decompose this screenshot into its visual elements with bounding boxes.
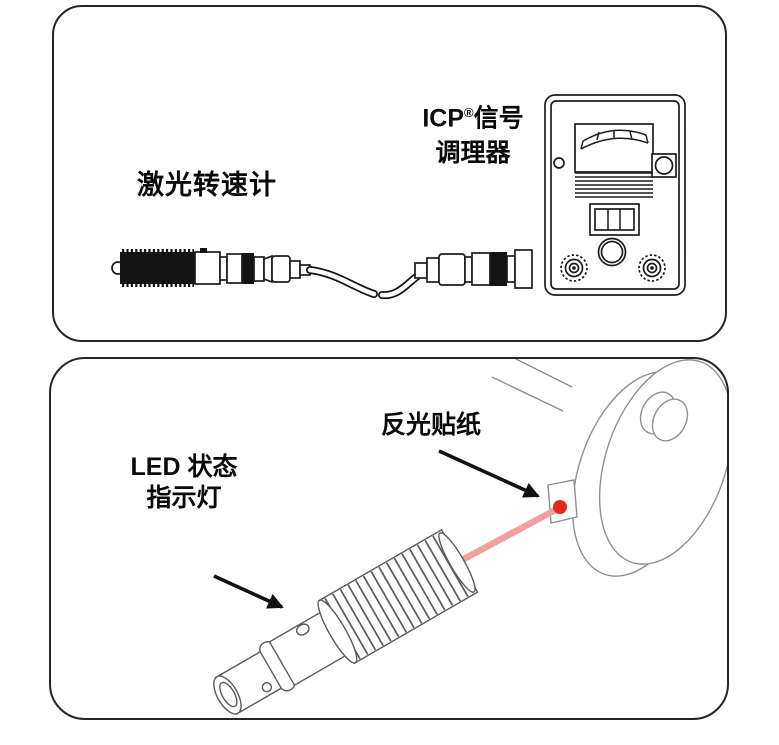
laser-sensor-drawing bbox=[213, 528, 479, 716]
disc-pin bbox=[639, 391, 689, 442]
led-indicator-shape bbox=[295, 623, 310, 636]
power-switch bbox=[589, 203, 640, 236]
led-label-line1: LED 状态 bbox=[130, 453, 238, 481]
tachometer-barrel bbox=[194, 251, 221, 285]
arrow-to-sticker bbox=[438, 449, 540, 498]
tachometer-threaded-body bbox=[120, 252, 195, 284]
wiring-diagram-svg bbox=[111, 94, 686, 300]
thread-start-cap bbox=[317, 599, 358, 664]
laser-alignment-svg bbox=[213, 359, 727, 716]
bnc-connector-left bbox=[560, 254, 588, 282]
led-label-line2: 指示灯 bbox=[146, 484, 222, 512]
vent-ridges bbox=[575, 172, 653, 198]
conditioner-label: ICP®信号 调理器 bbox=[388, 95, 558, 171]
plug-black-ring bbox=[490, 252, 507, 286]
sensor-tip bbox=[438, 532, 476, 593]
laser-beam bbox=[458, 504, 563, 564]
arrow-to-led bbox=[213, 574, 284, 609]
bnc-connector-right bbox=[638, 254, 666, 282]
sticker-label: 反光贴纸 bbox=[380, 411, 481, 439]
registered-mark: ® bbox=[464, 105, 474, 120]
bottom-panel-alignment: 反光贴纸 LED 状态 指示灯 bbox=[49, 357, 729, 720]
output-jack bbox=[597, 237, 627, 267]
shaft-arm bbox=[491, 359, 573, 412]
conditioner-label-line1: ICP®信号 bbox=[422, 104, 524, 133]
laser-tachometer-drawing bbox=[111, 248, 311, 287]
rotor-disc-drawing bbox=[547, 359, 727, 577]
led-label: LED 状态 指示灯 bbox=[114, 452, 254, 514]
meter-scale-arc bbox=[580, 129, 649, 150]
tachometer-label: 激光转速计 bbox=[137, 170, 277, 200]
bnc-bore bbox=[219, 681, 238, 708]
connector-black-ring bbox=[242, 253, 254, 284]
knob bbox=[654, 156, 674, 175]
disc-face bbox=[598, 359, 727, 565]
cable-plug-stack bbox=[414, 249, 533, 289]
conditioner-label-line2: 调理器 bbox=[435, 139, 511, 168]
cable-drawing bbox=[306, 266, 432, 300]
sensor-threaded-section bbox=[317, 528, 479, 665]
laser-dot bbox=[553, 500, 567, 514]
signal-conditioner-drawing bbox=[544, 94, 686, 296]
top-panel-wiring: ICP®信号 调理器 激光转速计 bbox=[52, 5, 727, 342]
tachometer-connector-stack bbox=[219, 253, 311, 284]
bnc-screw bbox=[261, 682, 273, 693]
panel-screw bbox=[553, 157, 565, 169]
tachometer-tab bbox=[200, 248, 207, 253]
